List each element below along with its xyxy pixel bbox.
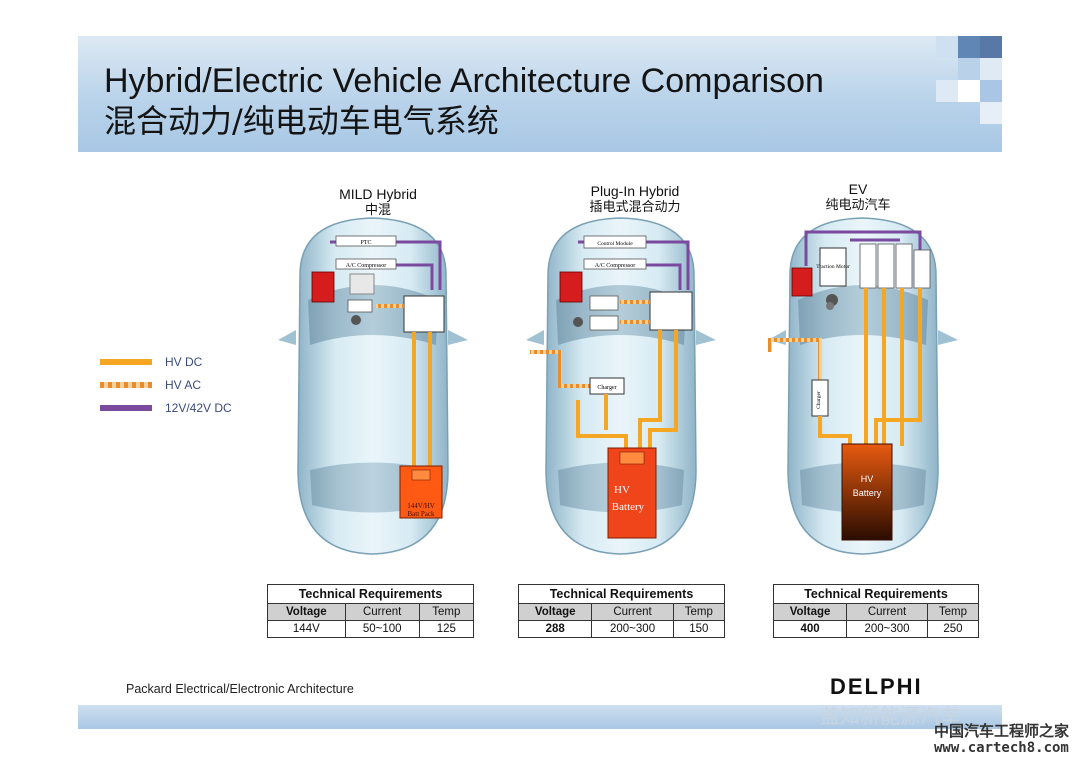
car-plugin-hybrid: [526, 217, 716, 555]
col2-temp-value: 150: [672, 620, 726, 638]
col2-box-ac: A/C Compressor: [595, 263, 636, 269]
col3-battery-label-1: HV: [861, 474, 874, 484]
col1-box-ac: A/C Compressor: [346, 263, 387, 269]
watermark-wechat: 盖知新能源汽车: [820, 704, 960, 728]
col1-requirements-table: Technical Requirements Voltage Current T…: [267, 584, 475, 638]
col3-temp-label: Temp: [926, 603, 980, 621]
col2-req-header: Technical Requirements: [518, 584, 725, 604]
col3-subtitle: 纯电动汽车: [825, 198, 891, 213]
col1-req-header: Technical Requirements: [267, 584, 474, 604]
col1-battery-label-1: 144V/HV: [407, 502, 435, 510]
col2-subtitle: 插电式混合动力: [589, 200, 681, 215]
col3-title: EV: [848, 181, 868, 197]
col3-box-charger: Charger: [816, 391, 822, 409]
col1-voltage-label: Voltage: [267, 603, 346, 621]
legend-hv-dc-label: HV DC: [165, 355, 203, 369]
col2-battery-label-1: HV: [614, 484, 630, 496]
col1-temp-label: Temp: [418, 603, 475, 621]
delphi-logo: DELPHI: [830, 674, 923, 699]
col1-current-value: 50~100: [344, 620, 420, 638]
col3-req-header: Technical Requirements: [773, 584, 979, 604]
col2-requirements-table: Technical Requirements Voltage Current T…: [517, 584, 726, 638]
col2-battery-label-2: Battery: [612, 501, 645, 513]
footer-caption: Packard Electrical/Electronic Architectu…: [126, 682, 354, 696]
col1-battery-label-2: Batt Pack: [407, 510, 435, 518]
header-band: [78, 36, 1002, 152]
car-mild-hybrid: [278, 217, 468, 555]
col2-temp-label: Temp: [672, 603, 726, 621]
col3-current-value: 200~300: [846, 620, 928, 638]
col2-current-label: Current: [591, 603, 674, 621]
col2-title: Plug-In Hybrid: [590, 183, 680, 199]
page-title: Hybrid/Electric Vehicle Architecture Com…: [104, 62, 824, 100]
col1-subtitle: 中混: [364, 203, 391, 218]
legend-hv-ac-label: HV AC: [165, 378, 202, 392]
col2-current-value: 200~300: [591, 620, 674, 638]
col1-current-label: Current: [344, 603, 420, 621]
col3-current-label: Current: [846, 603, 928, 621]
col3-voltage-value: 400: [772, 620, 848, 638]
col1-voltage-value: 144V: [267, 620, 346, 638]
col2-box-control: Control Module: [597, 241, 633, 247]
col3-battery-label-2: Battery: [853, 488, 882, 498]
car-ev: [768, 217, 958, 555]
col3-requirements-table: Technical Requirements Voltage Current T…: [772, 584, 980, 638]
legend-hv-ac-line: [100, 382, 152, 388]
watermark-site-name: 中国汽车工程师之家: [934, 722, 1070, 740]
page-title-zh: 混合动力/纯电动车电气系统: [104, 102, 499, 140]
footer-band: [78, 705, 1002, 729]
col1-box-ptc: PTC: [360, 240, 371, 246]
col2-voltage-value: 288: [517, 620, 593, 638]
col3-temp-value: 250: [926, 620, 980, 638]
col2-voltage-label: Voltage: [517, 603, 593, 621]
col1-temp-value: 125: [418, 620, 475, 638]
col1-title: MILD Hybrid: [339, 186, 417, 202]
legend-12v-dc-label: 12V/42V DC: [165, 401, 232, 415]
legend-hv-dc-line: [100, 359, 152, 365]
legend-12v-dc-line: [100, 405, 152, 411]
col3-box-traction: Traction Motor: [816, 264, 850, 270]
watermark-site-url: www.cartech8.com: [934, 740, 1069, 756]
col3-voltage-label: Voltage: [772, 603, 848, 621]
col2-box-charger: Charger: [597, 385, 616, 391]
